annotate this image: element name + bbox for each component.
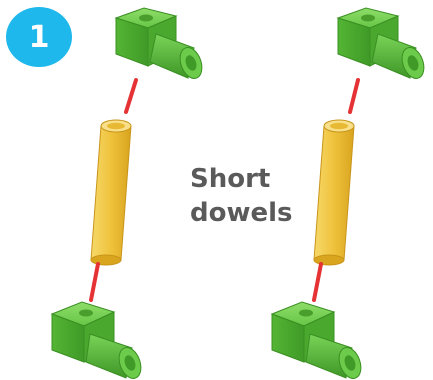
- right-bottom-connector: [271, 301, 366, 380]
- right-short-dowel: [313, 119, 355, 266]
- right-assembly: [271, 7, 429, 380]
- left-bottom-connector: [51, 301, 146, 380]
- left-top-connector: [115, 7, 207, 82]
- left-upper-link-line: [124, 78, 138, 114]
- left-short-dowel: [90, 119, 132, 266]
- right-upper-link-line: [348, 78, 360, 114]
- step-number-badge: 1: [6, 7, 72, 67]
- label-line-2: dowels: [190, 198, 293, 228]
- label-line-1: Short: [190, 164, 271, 194]
- left-lower-link-line: [89, 262, 100, 302]
- short-dowels-label: Short dowels: [190, 162, 293, 230]
- right-top-connector: [337, 7, 429, 82]
- right-lower-link-line: [312, 262, 323, 302]
- step-number: 1: [28, 19, 50, 55]
- left-assembly: [51, 7, 207, 380]
